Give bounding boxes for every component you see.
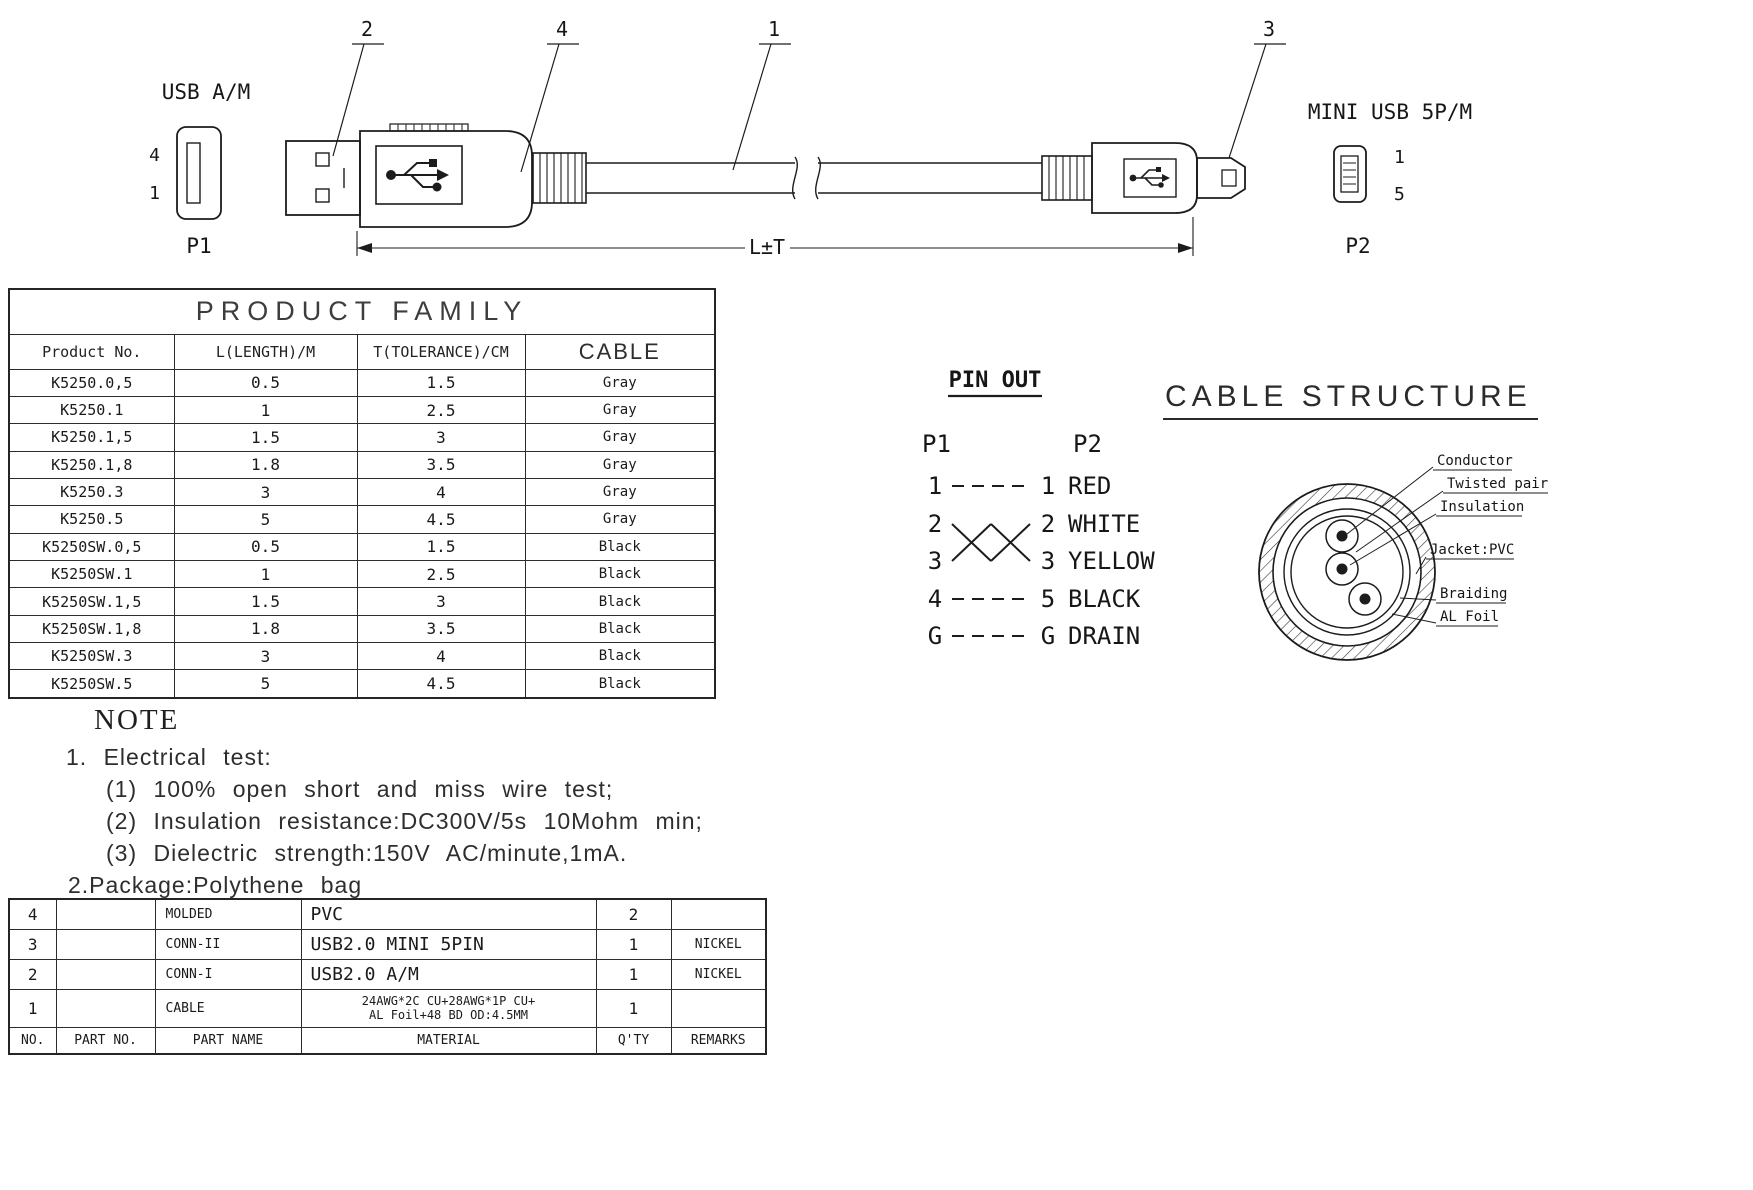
mini-b-overmold — [1091, 142, 1198, 214]
table-row: 1 CABLE 24AWG*2C CU+28AWG*1P CU+ AL Foil… — [8, 988, 767, 1028]
bom-header-row: NO. PART NO. PART NAME MATERIAL Q'TY REM… — [8, 1026, 767, 1055]
note-line-5: 2.Package:Polythene bag — [68, 872, 363, 898]
svg-text:3: 3 — [1041, 547, 1055, 575]
svg-text:1: 1 — [768, 17, 780, 41]
svg-text:4: 4 — [556, 17, 568, 41]
pinout-p2-label: P2 — [1073, 430, 1102, 458]
mini-b-metal-tip — [1196, 157, 1246, 199]
table-row: 3 CONN-II USB2.0 MINI 5PIN 1 NICKEL — [8, 928, 767, 960]
pinout-p1-label: P1 — [922, 430, 951, 458]
cable-structure-header: CABLE STRUCTURE — [1163, 380, 1538, 420]
note-section: NOTE 1. Electrical test: (1) 100% open s… — [60, 704, 703, 901]
pin-out-title: PIN OUT — [949, 368, 1042, 393]
usb-a-label: USB A/M — [162, 80, 251, 104]
product-family-title: PRODUCT FAMILY — [8, 288, 716, 335]
twisted-pair-symbol — [951, 523, 1031, 562]
col-header-tolerance: T(TOLERANCE)/CM — [356, 333, 526, 370]
svg-text:3: 3 — [1263, 17, 1275, 41]
usb-a-pin1-label: 1 — [149, 183, 160, 204]
svg-text:4: 4 — [928, 585, 942, 613]
svg-text:3: 3 — [928, 547, 942, 575]
table-row: 4 MOLDED PVC 2 — [8, 898, 767, 930]
callout-3: 3 — [1228, 17, 1286, 159]
svg-text:2: 2 — [928, 510, 942, 538]
note-line-1: 1. Electrical test: — [66, 744, 272, 770]
usb-a-plug-shell — [285, 140, 361, 216]
dimension-label: L±T — [749, 235, 785, 259]
mini-usb-receptacle-icon: MINI USB 5P/M 1 5 P2 — [1308, 100, 1472, 258]
svg-text:2: 2 — [361, 17, 373, 41]
label-jacket-pvc: Jacket:PVC — [1430, 542, 1514, 558]
svg-text:2: 2 — [1041, 510, 1055, 538]
left-strain-relief — [532, 152, 587, 204]
table-row: 2 CONN-I USB2.0 A/M 1 NICKEL — [8, 958, 767, 990]
cross-section-labels: Conductor Twisted pair Insulation Jacket… — [1346, 453, 1548, 627]
svg-text:5: 5 — [1041, 585, 1055, 613]
wire-color-drain: DRAIN — [1068, 622, 1140, 650]
wire-color-black: BLACK — [1068, 585, 1141, 613]
cable-material-line2: AL Foil+48 BD OD:4.5MM — [369, 1008, 528, 1022]
col-header-length: L(LENGTH)/M — [173, 333, 358, 370]
cable-structure-title: CABLE STRUCTURE — [1163, 380, 1538, 420]
wire-color-red: RED — [1068, 472, 1111, 500]
wire-color-yellow: YELLOW — [1068, 547, 1155, 575]
pin-out-diagram: PIN OUT P1 P2 1 1 RED 2 2 WHITE 3 3 YELL… — [922, 368, 1155, 650]
col-header-product-no: Product No. — [8, 333, 175, 370]
wire-color-white: WHITE — [1068, 510, 1140, 538]
label-al-foil: AL Foil — [1440, 609, 1499, 625]
note-line-2: (1) 100% open short and miss wire test; — [106, 776, 614, 802]
col-header-cable: CABLE — [524, 333, 716, 370]
note-line-4: (3) Dielectric strength:150V AC/minute,1… — [106, 840, 628, 866]
mini-usb-label: MINI USB 5P/M — [1308, 100, 1472, 124]
cable-material-line1: 24AWG*2C CU+28AWG*1P CU+ — [361, 994, 536, 1008]
label-twisted-pair: Twisted pair — [1447, 476, 1548, 492]
conductor-circles — [1325, 519, 1382, 616]
label-conductor: Conductor — [1437, 453, 1513, 469]
cable-cross-section: Conductor Twisted pair Insulation Jacket… — [1258, 453, 1548, 661]
label-braiding: Braiding — [1440, 586, 1507, 602]
svg-text:G: G — [1041, 622, 1055, 650]
callout-2: 2 — [332, 17, 384, 157]
note-line-3: (2) Insulation resistance:DC300V/5s 10Mo… — [106, 808, 703, 834]
usb-a-pin4-label: 4 — [149, 145, 160, 166]
usb-a-overmold — [359, 123, 533, 228]
product-family-table: PRODUCT FAMILY Product No. L(LENGTH)/M T… — [8, 288, 717, 699]
mini-pin1-label: 1 — [1394, 147, 1405, 168]
svg-text:1: 1 — [1041, 472, 1055, 500]
p1-ref-label: P1 — [186, 234, 211, 258]
mini-pin5-label: 5 — [1394, 184, 1405, 205]
cable-assembly-drawing: 2 4 1 3 USB A/M 4 1 P1 — [149, 17, 1472, 259]
svg-text:G: G — [928, 622, 942, 650]
usb-a-receptacle-icon: USB A/M 4 1 P1 — [149, 80, 250, 258]
callout-1: 1 — [732, 17, 791, 171]
bom-table: 4 MOLDED PVC 2 3 CONN-II USB2.0 MINI 5PI… — [8, 898, 767, 1055]
length-dimension: L±T — [356, 217, 1194, 259]
usb-trident-icon — [386, 159, 449, 192]
cable-body — [586, 156, 1042, 200]
p2-ref-label: P2 — [1345, 234, 1370, 258]
svg-text:1: 1 — [928, 472, 942, 500]
label-insulation: Insulation — [1440, 499, 1524, 515]
callout-4: 4 — [520, 17, 579, 173]
right-strain-relief — [1041, 155, 1093, 201]
usb-trident-small-icon — [1129, 167, 1170, 188]
note-title: NOTE — [94, 704, 180, 736]
